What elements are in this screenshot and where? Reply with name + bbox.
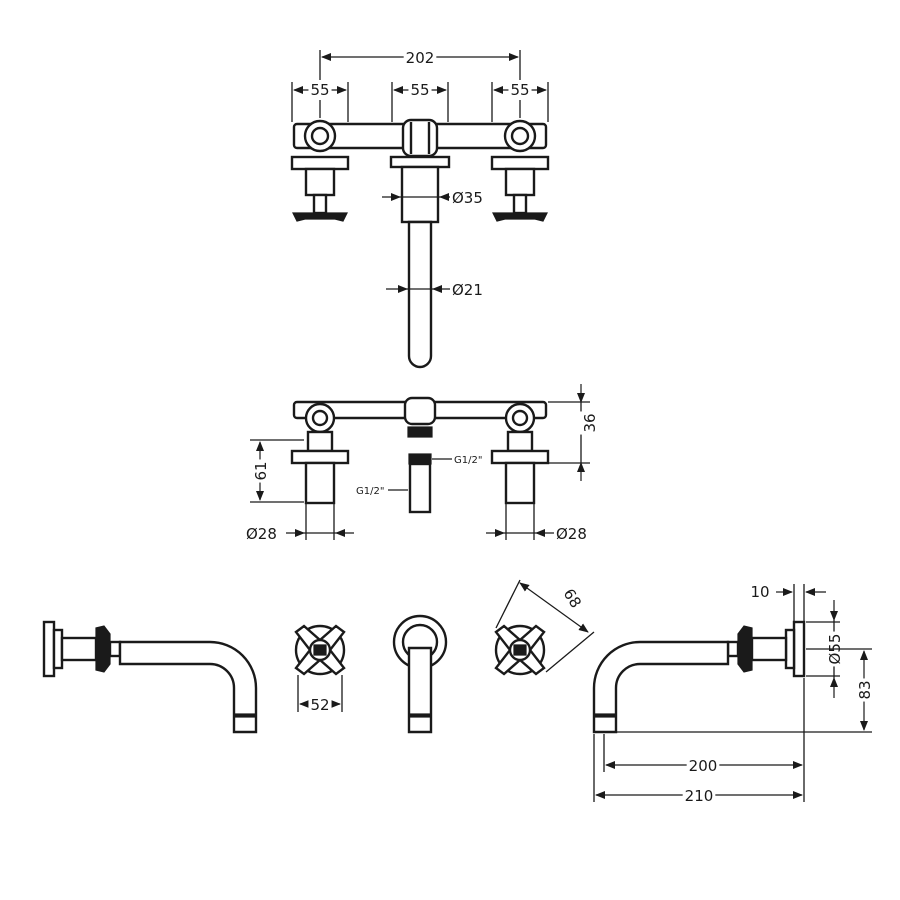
handle-spacing-right-label: 55 [510, 81, 529, 99]
spout-front [392, 614, 448, 734]
inlet-thread-lower-label: G1/2" [356, 486, 384, 497]
right-handle-front: 68 [494, 579, 595, 676]
overall-projection-label: 210 [685, 787, 714, 805]
body-drop-label: 61 [252, 461, 270, 480]
handle-width-label: 52 [310, 696, 329, 714]
body-elevation: G1/2" G1/2" 36 61 Ø28 Ø28 [244, 384, 600, 544]
spout-diameter-label: Ø21 [452, 281, 483, 299]
sleeve-diameter-right-label: Ø28 [556, 525, 587, 543]
overall-width-label: 202 [406, 49, 435, 67]
left-side-profile [42, 620, 258, 734]
handle-spacing-left-label: 55 [310, 81, 329, 99]
right-side-profile: 10 Ø55 83 200 210 [592, 582, 875, 806]
spout-reach-label: 200 [689, 757, 718, 775]
left-handle-front: 52 [294, 624, 346, 715]
flange-depth-label: 10 [750, 583, 769, 601]
inlet-thread-upper-label: G1/2" [454, 455, 482, 466]
body-height-label: 36 [581, 413, 599, 432]
sleeve-diameter-left-label: Ø28 [246, 525, 277, 543]
spout-collar-diameter-label: Ø35 [452, 189, 483, 207]
handle-spacing-center-label: 55 [410, 81, 429, 99]
handle-diagonal-label: 68 [560, 585, 585, 611]
top-view: 202 55 55 55 [290, 48, 550, 369]
spout-drop-label: 83 [856, 680, 874, 699]
